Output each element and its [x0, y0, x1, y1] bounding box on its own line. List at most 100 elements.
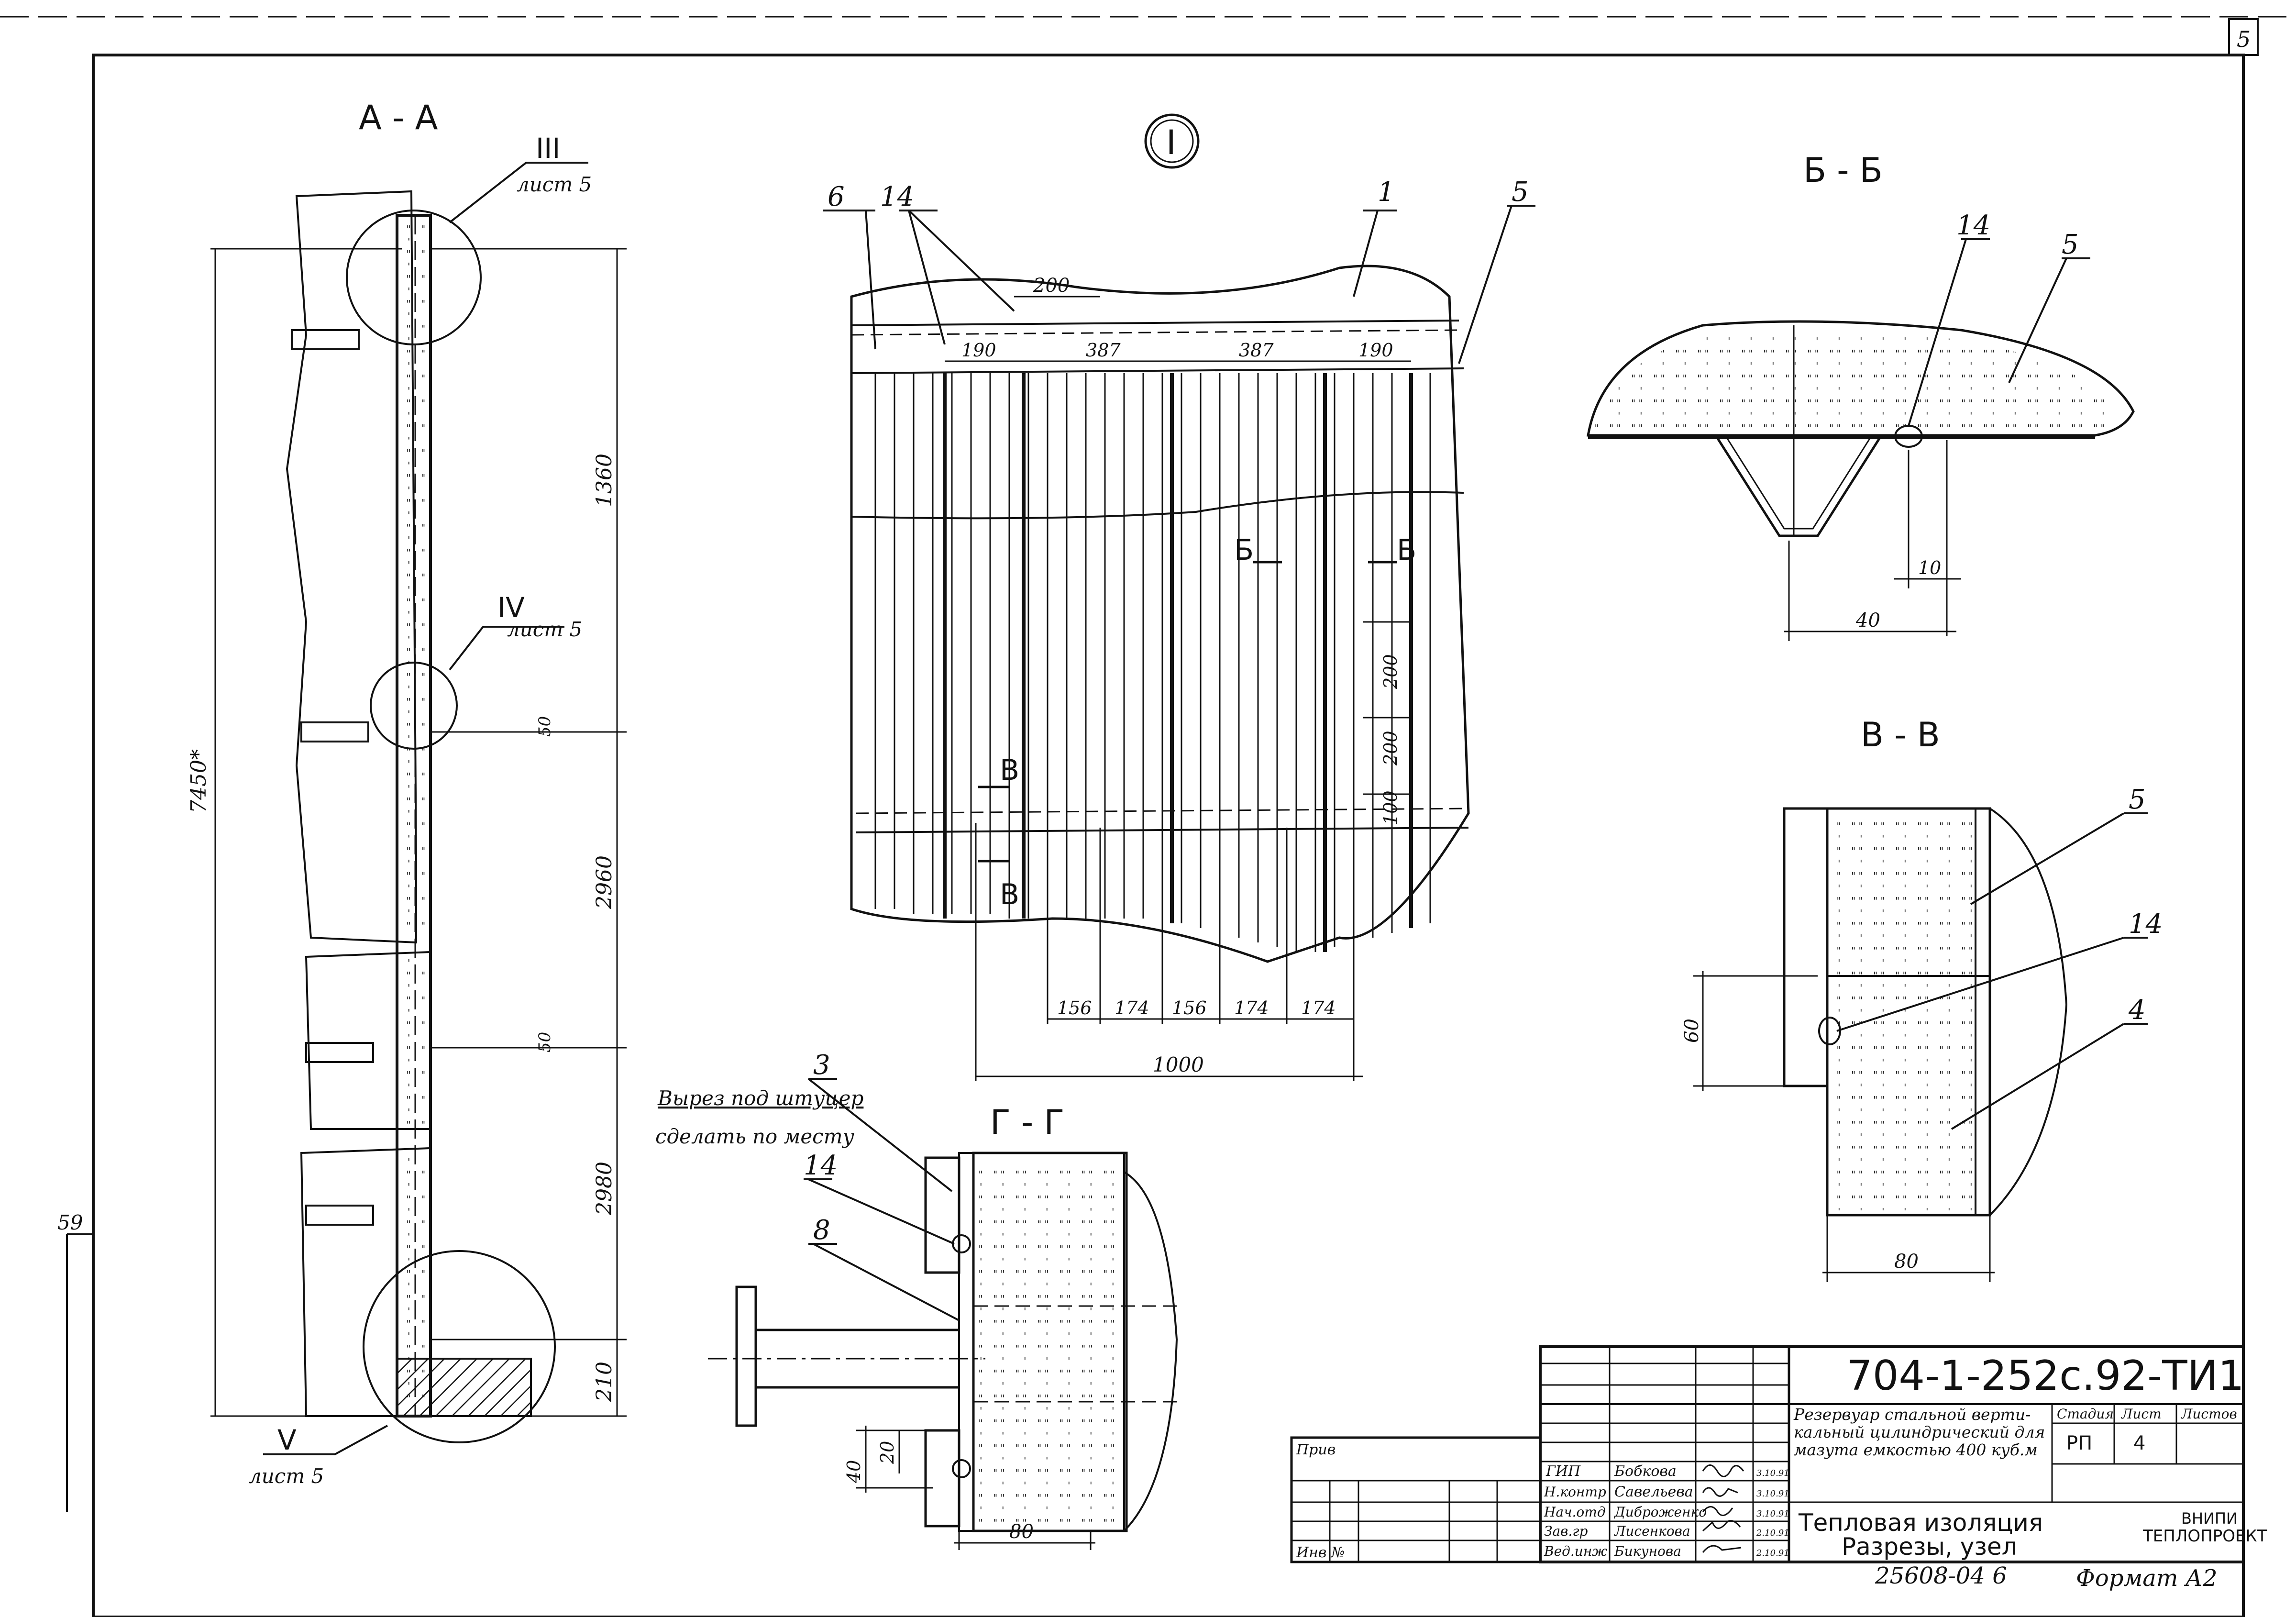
- role-4-date: 2.10.91: [1756, 1528, 1789, 1538]
- margin-number: 59: [57, 1211, 83, 1234]
- view-bb: Б - Б 14 5 10 40: [1587, 151, 2135, 641]
- view-node-i: I: [823, 113, 1535, 1081]
- view-aa-title: А - А: [359, 98, 438, 137]
- role-5-date: 2.10.91: [1756, 1548, 1789, 1558]
- role-3: Нач.отд: [1544, 1504, 1606, 1520]
- dim-vv-60: 60: [1681, 1019, 1703, 1043]
- title-block: Прив Инв № 704-1-252с.92-ТИ1 Резервуар с…: [1290, 1345, 2267, 1592]
- dim-gg-80: 80: [1009, 1521, 1034, 1543]
- callout-v-roman: V: [277, 1424, 297, 1456]
- label-gg-8: 8: [813, 1215, 830, 1246]
- org-line2: ТЕПЛОПРОЕКТ: [2142, 1527, 2267, 1546]
- sheet-frame: 5 59: [0, 16, 2296, 1617]
- dim-bottom-174-b: 174: [1234, 997, 1269, 1019]
- view-bb-title: Б - Б: [1803, 151, 1883, 190]
- dim-bb-10: 10: [1918, 557, 1941, 578]
- role-5-name: Бикунова: [1614, 1543, 1681, 1559]
- label-bb-5: 5: [2062, 229, 2079, 260]
- label-pos-6: 6: [828, 181, 845, 212]
- dim-bottom-174-a: 174: [1115, 997, 1149, 1019]
- cut-v-bottom: В: [1000, 878, 1019, 911]
- archive-number: 25608-04 6: [1875, 1562, 2007, 1589]
- cut-b-left: Б: [1234, 533, 1254, 567]
- role-2-date: 3.10.91: [1756, 1489, 1789, 1499]
- role-1-date: 3.10.91: [1756, 1468, 1789, 1478]
- object-name-line2: кальный цилиндрический для: [1794, 1423, 2045, 1441]
- role-3-date: 3.10.91: [1756, 1509, 1789, 1519]
- node-i-title: I: [1166, 123, 1176, 162]
- dim-side-200-b: 200: [1380, 731, 1401, 766]
- role-1-name: Бобкова: [1614, 1463, 1677, 1480]
- col-stage: Стадия: [2057, 1406, 2114, 1422]
- dim-387-b: 387: [1239, 340, 1274, 361]
- dim-bottom-156-b: 156: [1172, 997, 1207, 1019]
- dim-side-200-a: 200: [1380, 654, 1401, 689]
- doc-number: 704-1-252с.92-ТИ1: [1846, 1352, 2244, 1400]
- sheet-corner-number: 5: [2237, 26, 2251, 52]
- dim-side-100: 100: [1380, 790, 1401, 825]
- role-2: Н.контр: [1544, 1484, 1606, 1500]
- label-gg-3: 3: [813, 1050, 830, 1081]
- gg-note-line2: сделать по месту: [655, 1125, 855, 1148]
- dim-190-right: 190: [1358, 340, 1393, 361]
- sheet-name-line2: Разрезы, узел: [1842, 1533, 2017, 1561]
- stage-value: РП: [2066, 1432, 2092, 1454]
- dim-1000: 1000: [1153, 1053, 1204, 1076]
- callout-v-sheet: лист 5: [249, 1464, 324, 1488]
- tb-priv-label: Прив: [1296, 1441, 1336, 1458]
- callout-iii-sheet: лист 5: [517, 173, 592, 196]
- role-1: ГИП: [1545, 1463, 1581, 1480]
- view-gg: Г - Г Вырез под штуцер сделать по месту …: [655, 1050, 1178, 1550]
- format-label: Формат А2: [2076, 1565, 2218, 1592]
- role-2-name: Савельева: [1614, 1484, 1693, 1500]
- role-4-name: Лисенкова: [1613, 1523, 1690, 1539]
- dim-1360: 1360: [592, 454, 617, 507]
- label-vv-4: 4: [2128, 995, 2146, 1026]
- signatures: [1702, 1464, 1744, 1553]
- dim-387-a: 387: [1086, 340, 1121, 361]
- sheet-value: 4: [2133, 1432, 2145, 1454]
- label-bb-14: 14: [1956, 210, 1990, 241]
- label-pos-5-node: 5: [1512, 177, 1529, 208]
- dim-overall-aa: 7450*: [187, 749, 211, 813]
- dim-50-upper: 50: [535, 716, 554, 737]
- dim-bb-40: 40: [1855, 609, 1880, 631]
- dim-190-left: 190: [961, 340, 996, 361]
- view-aa: А - А III лист 5 IV лист 5 V лист 5: [187, 98, 627, 1488]
- dim-2960: 2960: [592, 855, 617, 909]
- label-gg-14: 14: [804, 1150, 838, 1181]
- dim-bottom-156-a: 156: [1057, 997, 1092, 1019]
- label-pos-14-node: 14: [880, 181, 914, 212]
- label-vv-14: 14: [2129, 908, 2163, 940]
- dim-gg-40: 40: [843, 1460, 864, 1484]
- role-3-name: Диброженко: [1613, 1504, 1707, 1520]
- dim-vv-80: 80: [1894, 1251, 1919, 1273]
- view-vv: В - В 5 14 4 60 80: [1681, 715, 2163, 1282]
- label-pos-1: 1: [1378, 177, 1395, 208]
- col-sheet: Лист: [2120, 1406, 2162, 1422]
- dim-200-top: 200: [1033, 275, 1070, 297]
- dim-2980: 2980: [592, 1162, 617, 1216]
- cut-v-top: В: [1000, 753, 1019, 787]
- tb-inv-label: Инв №: [1296, 1544, 1345, 1561]
- org-line1: ВНИПИ: [2181, 1509, 2238, 1528]
- dim-gg-20: 20: [877, 1441, 898, 1464]
- view-gg-title: Г - Г: [990, 1103, 1064, 1142]
- role-5: Вед.инж: [1544, 1543, 1607, 1559]
- node-i-stiffeners: [874, 373, 1431, 952]
- sheet-name-line1: Тепловая изоляция: [1798, 1509, 2043, 1537]
- gg-note-line1: Вырез под штуцер: [657, 1086, 863, 1110]
- callout-iv-roman: IV: [497, 591, 525, 624]
- object-name-line1: Резервуар стальной верти-: [1793, 1405, 2031, 1424]
- col-sheets: Листов: [2180, 1406, 2237, 1422]
- dim-50-lower: 50: [535, 1032, 554, 1052]
- dim-bottom-174-c: 174: [1301, 997, 1336, 1019]
- object-name-line3: мазута емкостью 400 куб.м: [1794, 1440, 2038, 1459]
- cut-b-right: Б: [1397, 533, 1416, 567]
- view-vv-title: В - В: [1861, 715, 1940, 754]
- role-4: Зав.гр: [1544, 1523, 1588, 1539]
- label-vv-5: 5: [2129, 784, 2146, 815]
- dim-210: 210: [592, 1362, 617, 1402]
- callout-iii-roman: III: [536, 132, 560, 165]
